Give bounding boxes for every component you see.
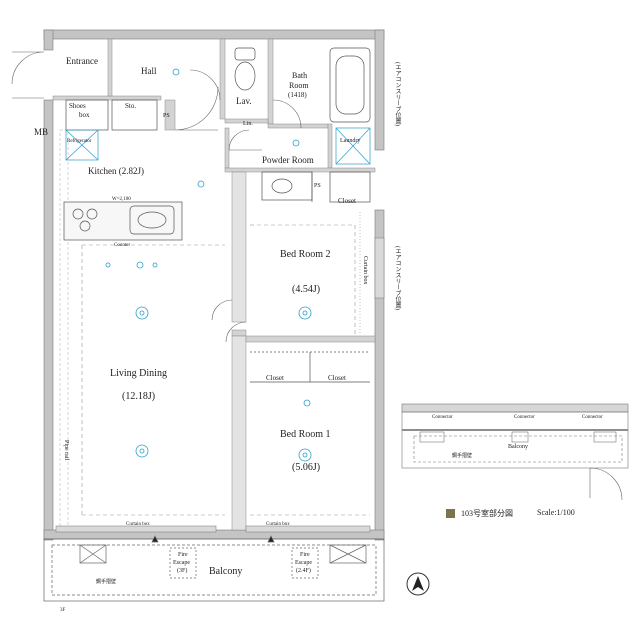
ceiling-lights xyxy=(105,68,312,462)
key-plan xyxy=(401,403,629,501)
label-bed-room-1: Bed Room 1 xyxy=(280,429,331,440)
label-laundry: Laundry xyxy=(340,138,361,144)
label-floor-mark: 3F xyxy=(60,608,66,613)
label-entrance: Entrance xyxy=(66,56,98,66)
label-closet-b: Closet xyxy=(328,374,346,382)
label-closet-bed2: Closet xyxy=(338,197,356,205)
label-refrigerator: Refrigerator xyxy=(67,139,92,144)
legend-scale: Scale:1/100 xyxy=(537,508,575,517)
label-hall: Hall xyxy=(141,66,157,76)
windows xyxy=(55,237,385,533)
north-arrow-icon xyxy=(406,572,430,596)
label-sto: Sto. xyxy=(125,102,137,110)
legend-swatch xyxy=(446,509,455,518)
label-shoes-box-2: box xyxy=(79,111,90,119)
key-handrail: 鋼手摺壁 xyxy=(452,454,473,459)
label-powder-room: Powder Room xyxy=(262,155,314,165)
dashed-lines xyxy=(81,212,370,516)
outer-walls xyxy=(43,29,385,541)
label-living-dining-size: (12.18J) xyxy=(122,391,156,402)
balcony-area xyxy=(43,535,385,602)
label-kitchen: Kitchen (2.82J) xyxy=(88,166,144,176)
label-pipe-rail: Pipe rail xyxy=(63,440,69,461)
label-fire-escape-1b: Escape xyxy=(173,560,190,566)
label-counter: Counter xyxy=(114,243,131,248)
key-balcony: Balcony xyxy=(508,444,528,450)
label-lav: Lav. xyxy=(236,96,252,106)
key-connector-3: Connector xyxy=(582,415,603,420)
label-fire-escape-2a: Fire xyxy=(300,552,310,558)
inner-walls xyxy=(52,38,376,531)
label-shoes-box-1: Shoes xyxy=(69,102,86,110)
label-bed-room-1-size: (5.06J) xyxy=(292,462,321,473)
key-connector-1: Connector xyxy=(432,415,453,420)
label-curtain-box-bottom-1: Curtain box xyxy=(126,522,150,527)
label-curtain-box-bottom-2: Curtain box xyxy=(266,522,290,527)
label-living-dining: Living Dining xyxy=(110,368,167,379)
label-fire-escape-2b: Escape xyxy=(295,560,312,566)
label-bath-2: Room xyxy=(289,81,309,90)
label-closet-a: Closet xyxy=(266,374,284,382)
label-w-dim: W=2,100 xyxy=(112,197,131,202)
legend-text: 103号室部分図 xyxy=(461,509,513,518)
label-side-note-mid: (エアコンスリーブ位置) xyxy=(394,246,400,310)
label-bed-room-2-size: (4.54J) xyxy=(292,284,321,295)
label-side-note-top: (エアコンスリーブ位置) xyxy=(394,62,400,126)
label-bed-room-2: Bed Room 2 xyxy=(280,249,331,260)
label-curtain-box-side: Curtain box xyxy=(362,256,368,285)
label-bath-size: (1418) xyxy=(288,91,307,99)
label-ps-2: PS xyxy=(314,183,321,189)
label-ps: PS xyxy=(163,113,170,119)
label-lin: Lin. xyxy=(243,121,253,127)
key-connector-2: Connector xyxy=(514,415,535,420)
doors xyxy=(11,51,302,343)
label-handrail: 鋼手摺壁 xyxy=(96,580,117,585)
label-fire-escape-2c: (2.4F) xyxy=(296,568,311,574)
label-balcony: Balcony xyxy=(209,566,243,577)
fixtures xyxy=(63,47,371,383)
label-fire-escape-1a: Fire xyxy=(178,552,188,558)
label-mb: MB xyxy=(34,127,49,137)
label-fire-escape-1c: (3F) xyxy=(177,568,188,574)
label-bath: Bath xyxy=(292,71,308,80)
